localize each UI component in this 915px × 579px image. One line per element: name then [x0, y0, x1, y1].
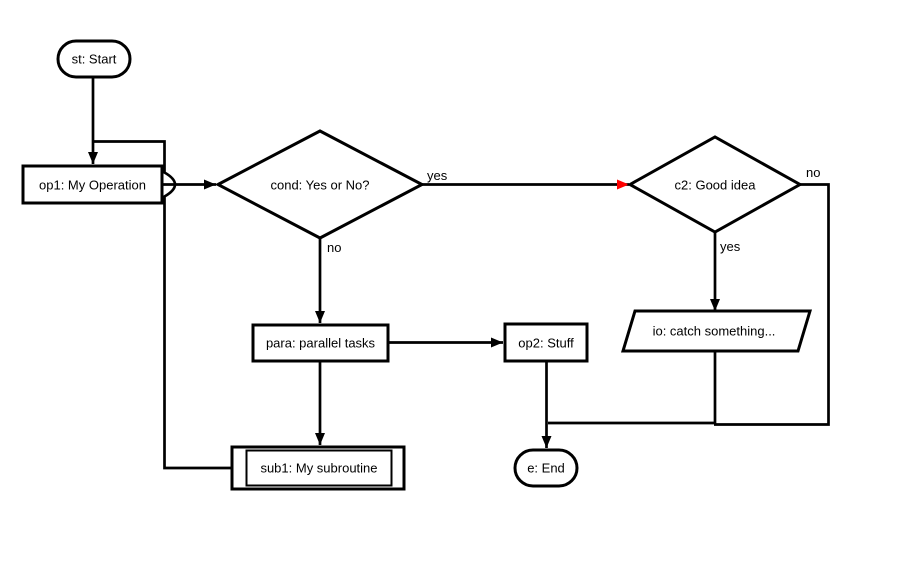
edge-label-cond-yes: yes: [427, 168, 448, 183]
cond-label: cond: Yes or No?: [270, 177, 369, 192]
edge-label-c2-yes: yes: [720, 239, 741, 254]
edge-io-end-cyan: [548, 351, 717, 425]
edge-label-cond-no: no: [327, 240, 341, 255]
start-terminal-shape: [56, 39, 132, 79]
para-label: para: parallel tasks: [266, 335, 376, 350]
op2-rect-shape: [503, 322, 589, 363]
node-para: para: parallel tasks: [251, 323, 390, 363]
c2-label: c2: Good idea: [675, 177, 757, 192]
op1-rect-shape: [21, 164, 164, 205]
end-label: e: End: [527, 460, 565, 475]
para-rect-shape: [251, 323, 390, 363]
sub1-outer-rect-shape: [230, 445, 406, 491]
node-io: io: catch something...: [620, 309, 813, 353]
c2-diamond-shape: [626, 135, 804, 234]
node-op1: op1: My Operation: [21, 164, 164, 205]
node-op2: op2: Stuff: [503, 322, 589, 363]
sub1-label: sub1: My subroutine: [260, 460, 377, 475]
end-terminal-shape: [513, 448, 579, 488]
op1-label: op1: My Operation: [39, 177, 146, 192]
start-label: st: Start: [72, 51, 117, 66]
sub1-inner-rect-shape: [245, 449, 393, 487]
edge-label-c2-no: no: [806, 165, 820, 180]
edge-c2-no: [714, 183, 830, 426]
io-label: io: catch something...: [653, 323, 776, 338]
cond-diamond-shape: [214, 129, 426, 240]
node-end: e: End: [513, 448, 579, 488]
op2-label: op2: Stuff: [518, 335, 574, 350]
io-parallelogram-shape: [620, 309, 813, 353]
node-start: st: Start: [56, 39, 132, 79]
node-cond: cond: Yes or No?: [214, 129, 426, 240]
node-c2: c2: Good idea: [626, 135, 804, 234]
node-sub1: sub1: My subroutine: [230, 445, 406, 491]
